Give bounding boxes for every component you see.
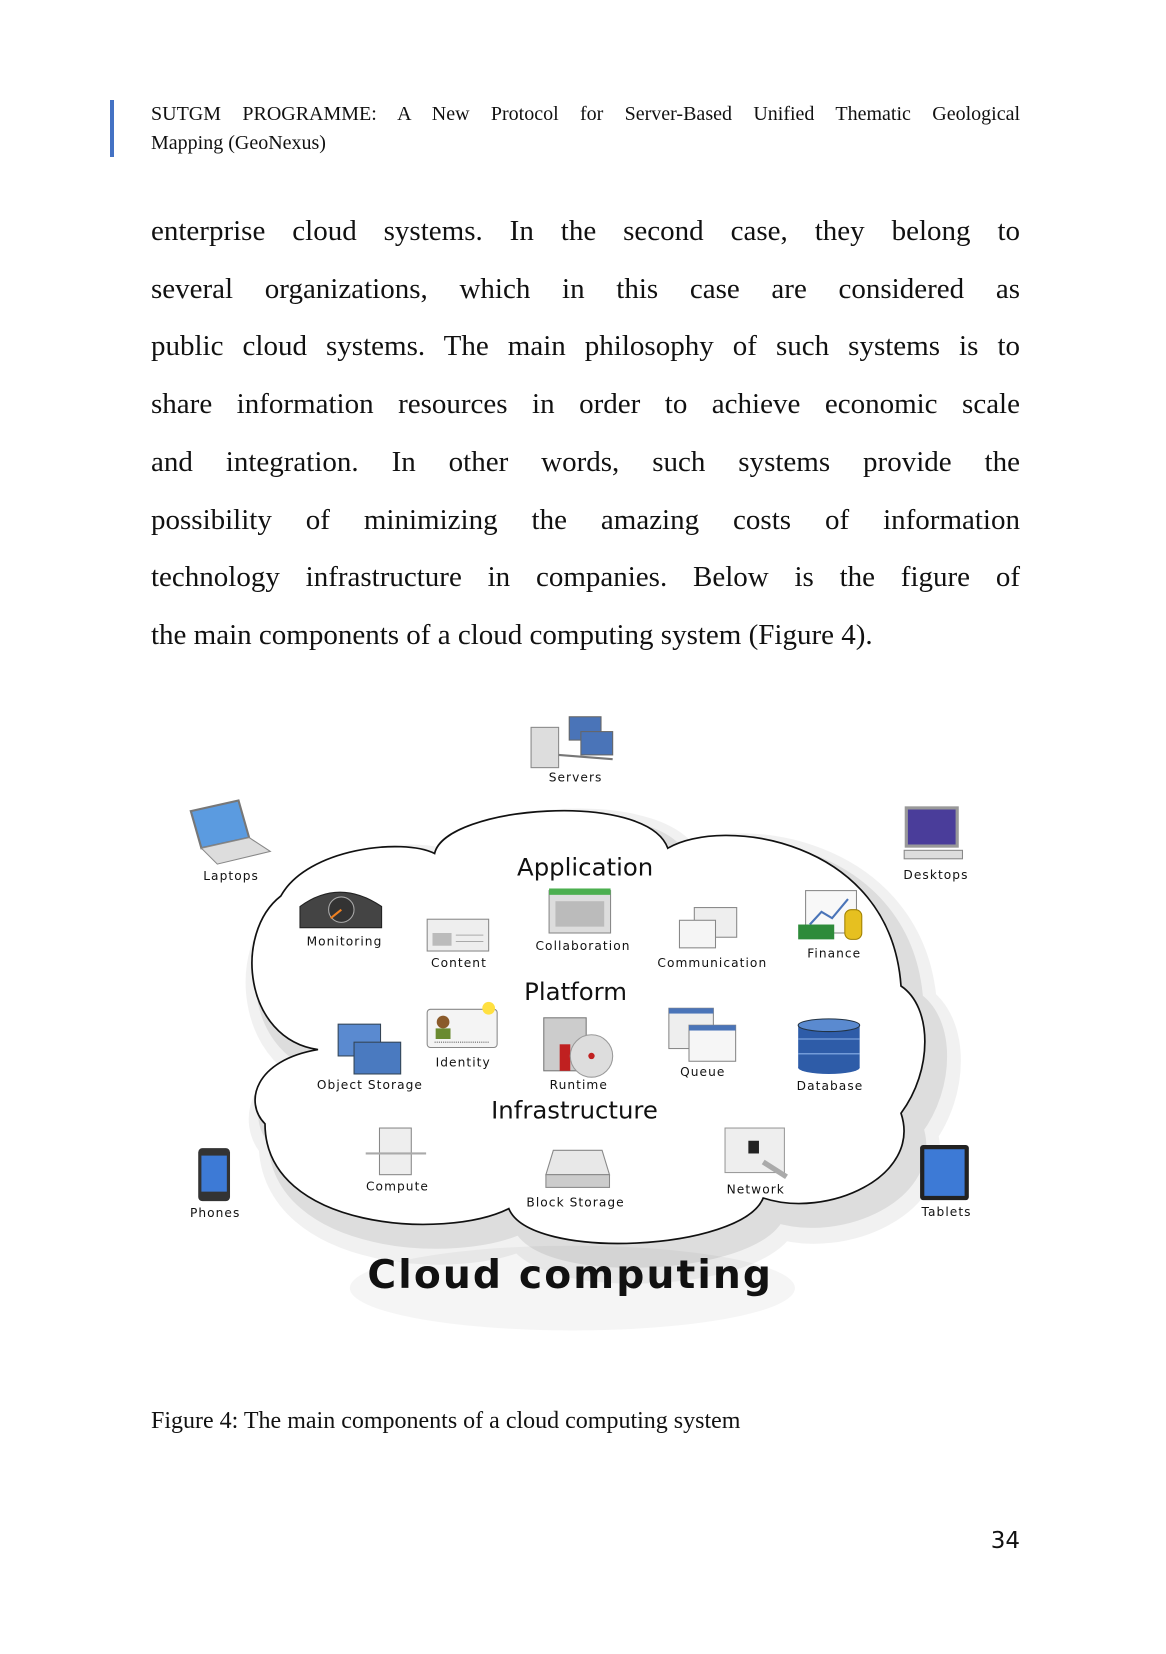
infrastructure-heading: Infrastructure (491, 1096, 658, 1125)
monitoring-icon (299, 891, 383, 929)
figure-title: Cloud computing (367, 1253, 773, 1298)
object-storage-icon (337, 1023, 402, 1075)
laptop-icon (189, 799, 272, 865)
desktop-icon (903, 806, 964, 860)
content-label: Content (431, 956, 487, 970)
body-line: several organizations, which in this cas… (151, 272, 1020, 305)
phone-icon (198, 1148, 231, 1202)
finance-icon (798, 890, 863, 940)
body-line: enterprise cloud systems. In the second … (151, 215, 1020, 247)
runtime-icon (543, 1017, 614, 1078)
collaboration-icon (548, 888, 612, 934)
body-line: public cloud systems. The main philosoph… (151, 330, 1020, 363)
database-label: Database (797, 1079, 864, 1093)
communication-icon (678, 907, 738, 949)
network-label: Network (727, 1183, 785, 1197)
header-accent-bar (110, 100, 114, 157)
finance-label: Finance (807, 946, 861, 960)
compute-label: Compute (366, 1180, 429, 1194)
monitoring-label: Monitoring (307, 935, 383, 949)
identity-label: Identity (436, 1056, 491, 1070)
runtime-label: Runtime (550, 1078, 608, 1092)
servers-icon (530, 716, 614, 769)
laptops-label: Laptops (203, 869, 259, 883)
running-header: SUTGM PROGRAMME: A New Protocol for Serv… (151, 100, 1020, 158)
header-line: Mapping (GeoNexus) (151, 132, 326, 154)
page-number: 34 (990, 1528, 1020, 1554)
network-icon (724, 1127, 788, 1180)
body-line: possibility of minimizing the amazing co… (151, 503, 1020, 536)
header-line: SUTGM PROGRAMME: A New Protocol for Serv… (151, 103, 1020, 125)
desktops-label: Desktops (903, 868, 968, 882)
body-line: share information resources in order to … (151, 388, 1020, 421)
block-storage-label: Block Storage (526, 1195, 624, 1209)
block-storage-icon (545, 1149, 611, 1188)
body-line: and integration. In other words, such sy… (151, 445, 1020, 478)
identity-icon (426, 1001, 498, 1049)
database-icon (797, 1018, 861, 1074)
queue-label: Queue (680, 1065, 725, 1079)
platform-heading: Platform (524, 977, 627, 1006)
tablet-icon (920, 1145, 969, 1201)
body-paragraph: enterprise cloud systems. In the second … (151, 203, 1020, 665)
tablets-label: Tablets (921, 1205, 972, 1219)
application-heading: Application (517, 853, 653, 882)
object-storage-label: Object Storage (317, 1078, 423, 1092)
servers-label: Servers (549, 770, 603, 784)
phones-label: Phones (190, 1206, 240, 1220)
collaboration-label: Collaboration (535, 939, 630, 953)
body-line: technology infrastructure in companies. … (151, 561, 1020, 594)
figure-caption: Figure 4: The main components of a cloud… (151, 1408, 741, 1434)
queue-icon (668, 1007, 737, 1062)
communication-label: Communication (657, 956, 767, 970)
body-line: the main components of a cloud computing… (151, 618, 873, 651)
content-icon (426, 918, 490, 952)
compute-icon (365, 1127, 427, 1176)
